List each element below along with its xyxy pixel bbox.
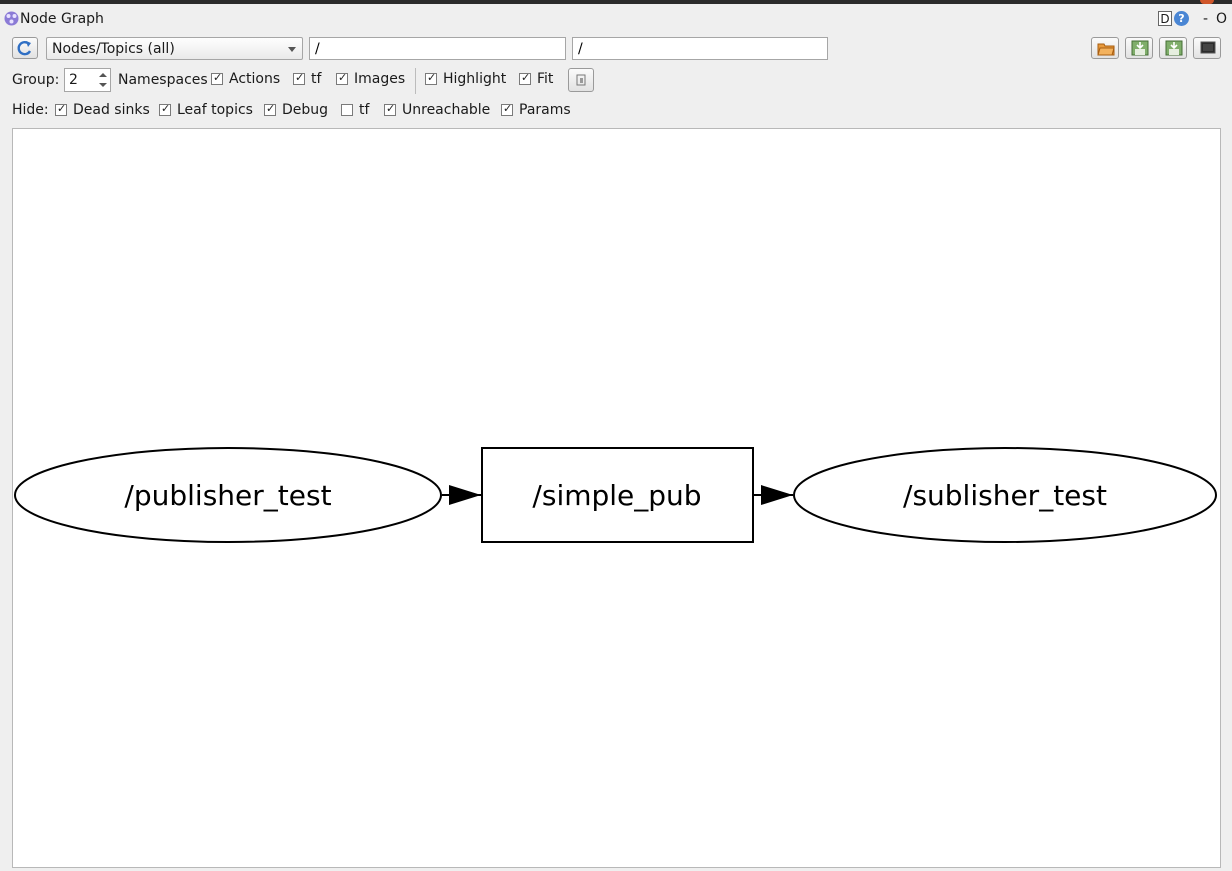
unreachable-label[interactable]: Unreachable <box>402 102 491 118</box>
edge-1-arrowhead <box>449 485 481 505</box>
group-label: Group: <box>12 72 60 88</box>
save-image-button[interactable] <box>1159 37 1187 59</box>
save-dot-button[interactable] <box>1125 37 1153 59</box>
node-sublisher-test[interactable] <box>793 447 1217 543</box>
spin-up-icon[interactable] <box>99 73 107 77</box>
fit-checkbox[interactable] <box>519 71 531 85</box>
node-simple-pub[interactable] <box>481 447 754 543</box>
dead-sinks-label[interactable]: Dead sinks <box>73 102 150 118</box>
node-publisher-test-label: /publisher_test <box>124 479 331 512</box>
highlight-label[interactable]: Highlight <box>443 71 507 87</box>
graph-canvas[interactable]: /publisher_test /simple_pub /sublisher_t… <box>12 128 1221 868</box>
node-filter-input[interactable] <box>309 37 566 60</box>
tf-label[interactable]: tf <box>311 71 322 87</box>
node-simple-pub-label: /simple_pub <box>532 479 701 512</box>
topic-filter-input[interactable] <box>572 37 828 60</box>
node-graph-app-icon <box>4 11 19 26</box>
hide-tf-checkbox[interactable] <box>341 104 353 116</box>
edge-2-arrowhead <box>761 485 793 505</box>
params-label[interactable]: Params <box>519 102 571 118</box>
chevron-down-icon <box>288 47 296 52</box>
refresh-icon <box>17 41 32 56</box>
help-icon[interactable]: ? <box>1174 11 1189 26</box>
namespaces-label[interactable]: Namespaces <box>118 72 208 88</box>
node-sublisher-test-label: /sublisher_test <box>903 479 1107 512</box>
hide-label: Hide: <box>12 102 49 118</box>
close-icon[interactable]: O <box>1216 11 1228 27</box>
spin-down-icon[interactable] <box>99 83 107 87</box>
load-dot-button[interactable] <box>1091 37 1119 59</box>
open-folder-icon <box>1097 43 1115 56</box>
params-checkbox[interactable] <box>501 102 513 116</box>
graph-mode-value: Nodes/Topics (all) <box>52 41 175 57</box>
leaf-topics-label[interactable]: Leaf topics <box>177 102 253 118</box>
save-image-icon <box>1165 40 1183 56</box>
refresh-button[interactable] <box>12 37 38 59</box>
window-title: Node Graph <box>20 11 104 27</box>
node-publisher-test[interactable] <box>14 447 442 543</box>
toolbar-separator <box>415 68 416 94</box>
actions-checkbox[interactable] <box>211 71 223 85</box>
screenshot-button[interactable] <box>1193 37 1221 59</box>
debug-label[interactable]: Debug <box>282 102 329 118</box>
minimize-icon[interactable]: - <box>1203 11 1209 27</box>
hide-tf-label[interactable]: tf <box>359 102 370 118</box>
highlight-checkbox[interactable] <box>425 71 437 85</box>
group-spinbox[interactable]: 2 <box>64 68 111 92</box>
actions-label[interactable]: Actions <box>229 71 281 87</box>
top-strip <box>0 0 1232 4</box>
images-label[interactable]: Images <box>354 71 406 87</box>
leaf-topics-checkbox[interactable] <box>159 102 171 116</box>
graph-mode-combo[interactable]: Nodes/Topics (all) <box>46 37 303 60</box>
screenshot-icon <box>1200 41 1216 54</box>
group-value: 2 <box>69 72 78 88</box>
title-bar: Node Graph D ? - O <box>0 6 1232 32</box>
save-dot-icon <box>1131 40 1149 56</box>
fit-in-view-icon <box>576 74 586 86</box>
fit-in-view-button[interactable] <box>568 68 594 92</box>
graph-svg: /publisher_test /simple_pub /sublisher_t… <box>14 447 1217 543</box>
debug-checkbox[interactable] <box>264 102 276 116</box>
fit-label[interactable]: Fit <box>537 71 554 87</box>
images-checkbox[interactable] <box>336 71 348 85</box>
unreachable-checkbox[interactable] <box>384 102 396 116</box>
dock-icon[interactable]: D <box>1158 11 1172 26</box>
tf-checkbox[interactable] <box>293 71 305 85</box>
dead-sinks-checkbox[interactable] <box>55 102 67 116</box>
close-dot[interactable] <box>1200 0 1214 4</box>
